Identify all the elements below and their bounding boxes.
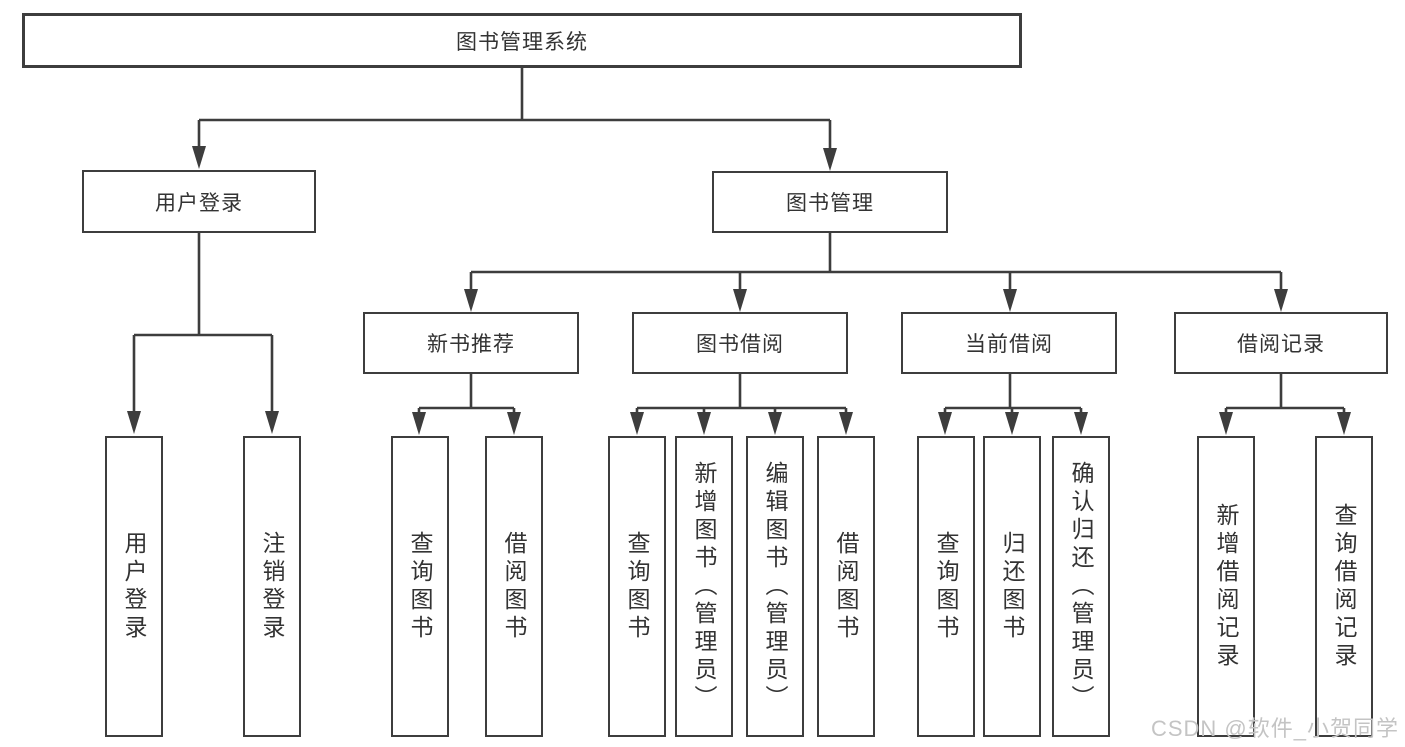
leaf-recommend-query-books-label: 查询图书 [407, 530, 433, 643]
node-library-system: 图书管理系统 [22, 13, 1022, 68]
leaf-current-query-books-label: 查询图书 [933, 530, 959, 643]
node-user-login: 用户登录 [82, 170, 316, 233]
leaf-edit-books-admin-label: 编辑图书（管理员） [762, 460, 788, 713]
node-borrow-records: 借阅记录 [1174, 312, 1388, 374]
node-book-management: 图书管理 [712, 171, 948, 233]
leaf-add-borrow-record: 新增借阅记录 [1197, 436, 1255, 737]
leaf-confirm-return-admin: 确认归还（管理员） [1052, 436, 1110, 737]
leaf-add-books-admin-label: 新增图书（管理员） [691, 460, 717, 713]
leaf-current-query-books: 查询图书 [917, 436, 975, 737]
leaf-return-books: 归还图书 [983, 436, 1041, 737]
leaf-add-books-admin: 新增图书（管理员） [675, 436, 733, 737]
leaf-query-borrow-record-label: 查询借阅记录 [1331, 502, 1357, 671]
arrowheads [127, 146, 1351, 435]
leaf-query-borrow-record: 查询借阅记录 [1315, 436, 1373, 737]
leaf-user-login: 用户登录 [105, 436, 163, 737]
leaf-confirm-return-admin-label: 确认归还（管理员） [1068, 460, 1094, 713]
leaf-logout: 注销登录 [243, 436, 301, 737]
leaf-edit-books-admin: 编辑图书（管理员） [746, 436, 804, 737]
leaf-logout-label: 注销登录 [259, 530, 285, 643]
leaf-return-books-label: 归还图书 [999, 530, 1025, 643]
leaf-borrow-books-label: 借阅图书 [833, 530, 859, 643]
leaf-borrow-query-books-label: 查询图书 [624, 530, 650, 643]
leaf-recommend-borrow-books: 借阅图书 [485, 436, 543, 737]
node-new-book-recommend: 新书推荐 [363, 312, 579, 374]
leaf-borrow-books: 借阅图书 [817, 436, 875, 737]
leaf-borrow-query-books: 查询图书 [608, 436, 666, 737]
node-current-borrow: 当前借阅 [901, 312, 1117, 374]
leaf-recommend-query-books: 查询图书 [391, 436, 449, 737]
leaf-add-borrow-record-label: 新增借阅记录 [1213, 502, 1239, 671]
leaf-recommend-borrow-books-label: 借阅图书 [501, 530, 527, 643]
leaf-user-login-label: 用户登录 [121, 530, 147, 643]
csdn-watermark: CSDN @软件_小贺同学 [1150, 716, 1399, 741]
node-book-borrow: 图书借阅 [632, 312, 848, 374]
